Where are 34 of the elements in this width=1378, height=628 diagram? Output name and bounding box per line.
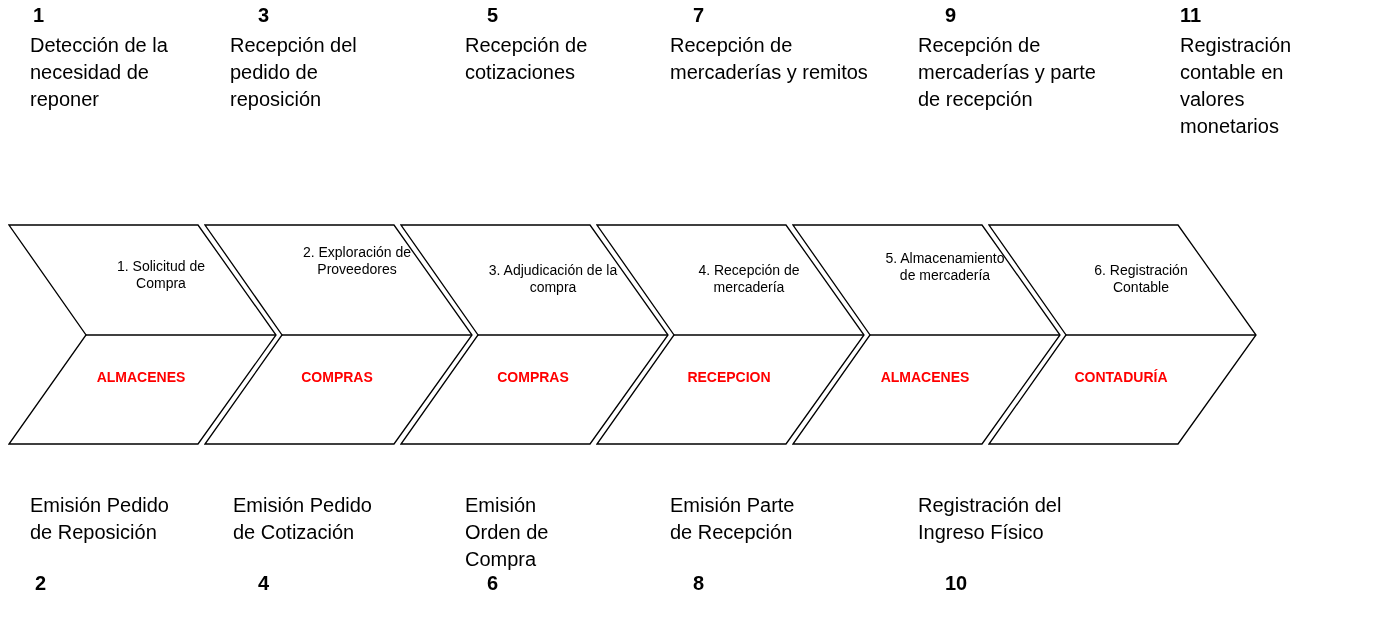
step-number: 10: [945, 572, 968, 595]
step-description: Registración contable en valores monetarios: [1180, 33, 1293, 139]
department-label: COMPRAS: [300, 369, 374, 385]
step-description: Registración del Ingreso Físico: [918, 493, 1063, 545]
step-number: 1: [33, 4, 45, 27]
step-number: 3: [258, 4, 270, 27]
step-number: 4: [258, 572, 270, 595]
step-title: 1. Solicitud de Compra: [116, 258, 206, 292]
step-number: 2: [35, 572, 47, 595]
step-number: 6: [487, 572, 499, 595]
step-number: 8: [693, 572, 705, 595]
step-title: 5. Almacenamiento de mercadería: [884, 250, 1006, 284]
step-description: Emisión Pedido de Cotización: [233, 493, 373, 545]
department-label: ALMACENES: [879, 369, 971, 385]
step-description: Recepción de mercaderías y remitos: [670, 33, 869, 85]
step-number: 9: [945, 4, 957, 27]
department-label: COMPRAS: [496, 369, 570, 385]
department-label: ALMACENES: [95, 369, 187, 385]
step-number: 5: [487, 4, 499, 27]
step-description: Recepción del pedido de reposición: [230, 33, 358, 112]
step-description: Recepción de cotizaciones: [465, 33, 589, 85]
step-title: 4. Recepción de mercadería: [697, 262, 801, 296]
step-title: 3. Adjudicación de la compra: [488, 262, 618, 296]
step-title: 2. Exploración de Proveedores: [301, 244, 413, 278]
step-description: Emisión Orden de Compra: [465, 493, 550, 572]
department-label: CONTADURÍA: [1073, 369, 1169, 385]
step-title: 6. Registración Contable: [1093, 262, 1189, 296]
step-number: 7: [693, 4, 705, 27]
step-number: 11: [1180, 4, 1202, 27]
step-description: Recepción de mercaderías y parte de recepción: [918, 33, 1097, 112]
department-label: RECEPCION: [686, 369, 772, 385]
step-description: Detección de la necesidad de reponer: [30, 33, 169, 112]
step-description: Emisión Parte de Recepción: [670, 493, 796, 545]
step-description: Emisión Pedido de Reposición: [30, 493, 170, 545]
